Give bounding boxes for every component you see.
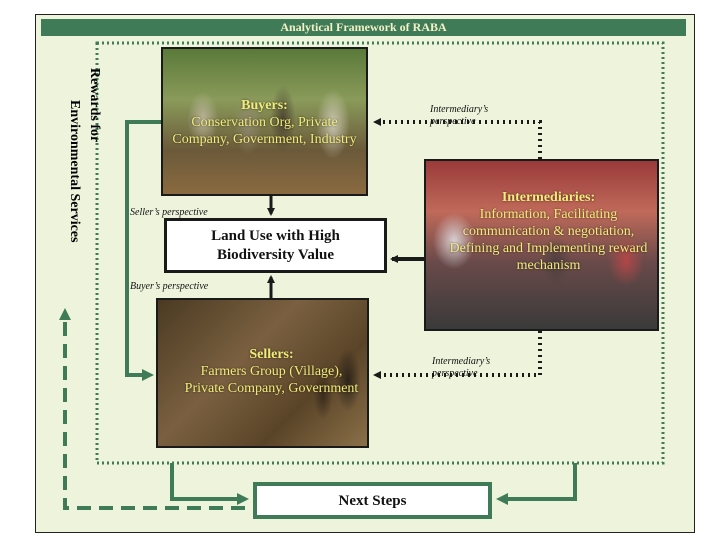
land-use-line1: Land Use with High bbox=[211, 228, 340, 244]
feedback-dashed-arrow bbox=[59, 308, 245, 510]
rewards-side-label: Rewards for Environmental Services bbox=[44, 64, 110, 304]
side-label-line1: Rewards for bbox=[87, 68, 102, 143]
intermediary-to-seller-dotted-arrow bbox=[373, 331, 542, 379]
land-use-line2: Biodiversity Value bbox=[216, 247, 335, 263]
intermediaries-heading: Intermediaries: bbox=[501, 190, 596, 205]
diagram-title: Analytical Framework of RABA bbox=[41, 19, 686, 36]
intermediary-to-buyer-dotted-arrow bbox=[373, 118, 542, 159]
buyer-perspective-label: Buyer’s perspective bbox=[130, 281, 209, 292]
seller-perspective-label: Seller’s perspective bbox=[130, 207, 208, 218]
right-to-nextsteps-arrow bbox=[496, 463, 577, 505]
buyers-body: Conservation Org, Private Company, Gover… bbox=[172, 115, 357, 147]
intermediary-bottom-label: Intermediary’s perspective bbox=[432, 356, 490, 380]
sellers-heading: Sellers: bbox=[249, 347, 294, 362]
sellers-body: Farmers Group (Village), Private Company… bbox=[184, 364, 359, 396]
buyers-photo-box: Buyers: Conservation Org, Private Compan… bbox=[161, 47, 368, 196]
next-steps-box: Next Steps bbox=[253, 482, 492, 519]
dotted-frame bbox=[95, 41, 665, 465]
left-to-nextsteps-arrow bbox=[170, 463, 249, 505]
land-use-box: Land Use with High Biodiversity Value bbox=[164, 218, 387, 273]
intermediary-top-label-line1: Intermediary’s bbox=[430, 104, 489, 115]
buyer-to-seller-arrow bbox=[125, 120, 161, 381]
intermediaries-body: Information, Facilitating communication … bbox=[449, 207, 648, 273]
sellers-photo-box: Sellers: Farmers Group (Village), Privat… bbox=[156, 298, 369, 448]
intermediary-bottom-label-line1: Intermediary’s bbox=[432, 356, 491, 367]
intermediary-top-label: Intermediary’s perspective bbox=[430, 104, 488, 128]
intermediaries-photo-box: Intermediaries: Information, Facilitatin… bbox=[424, 159, 659, 331]
buyers-heading: Buyers: bbox=[241, 98, 288, 113]
intermediary-top-label-line2: perspective bbox=[430, 116, 476, 127]
side-label-line2: Environmental Services bbox=[67, 100, 82, 243]
intermediary-bottom-label-line2: perspective bbox=[432, 368, 478, 379]
